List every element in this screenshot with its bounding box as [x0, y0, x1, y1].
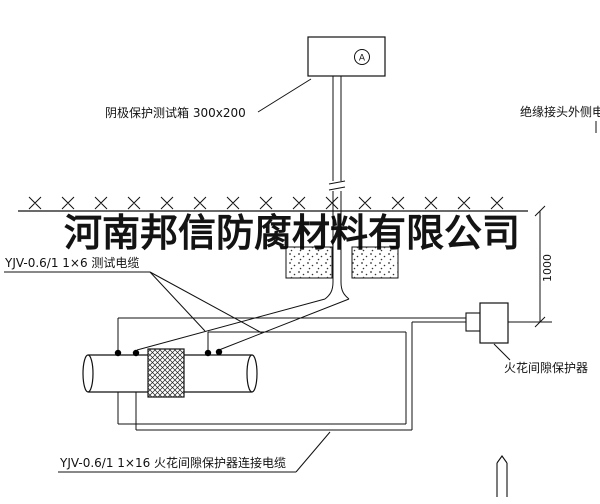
- insulating-joint: [147, 348, 185, 398]
- weld-dot: [114, 349, 122, 357]
- weld-dot: [215, 348, 223, 356]
- concrete-blocks: [285, 246, 399, 279]
- leader-line: [295, 431, 331, 473]
- leader-line: [257, 78, 312, 113]
- weld-dots: [114, 348, 223, 357]
- leader-line: [149, 271, 263, 334]
- outer-cable-label: 绝缘接头外侧电缆: [520, 104, 600, 119]
- protector-label-group: 火花间隙保护器: [493, 343, 588, 375]
- test-cable-lines: [136, 298, 350, 351]
- protector-cable-label-group: YJV-0.6/1 1×16 火花间隙保护器连接电缆: [58, 431, 331, 473]
- dim-tick: [534, 316, 546, 328]
- test-box-label: 阴极保护测试箱 300x200: [105, 105, 246, 120]
- pipe-end-left: [82, 354, 94, 393]
- protector-wiring: [117, 317, 466, 431]
- protector-label: 火花间隙保护器: [504, 360, 588, 375]
- dimension-1000: [508, 205, 552, 328]
- leader-line: [149, 271, 206, 332]
- leader-line: [493, 343, 511, 361]
- test-box: A: [307, 36, 386, 77]
- ground-hatch: [28, 196, 504, 210]
- test-cable-label: YJV-0.6/1 1×6 测试电缆: [4, 255, 139, 270]
- outer-cable-label-group: 绝缘接头外侧电缆: [520, 104, 600, 133]
- dimension-text: 1000: [541, 254, 554, 282]
- test-box-label-group: 阴极保护测试箱 300x200: [105, 78, 312, 120]
- test-box-symbol-circle: [354, 49, 370, 65]
- test-box-symbol: A: [359, 54, 366, 64]
- conduit: [324, 76, 350, 300]
- weld-dot: [132, 349, 140, 357]
- protector-cable-label: YJV-0.6/1 1×16 火花间隙保护器连接电缆: [59, 455, 286, 470]
- pipe-stub-symbol: [496, 455, 508, 497]
- cable-tail-left: [324, 281, 334, 300]
- dim-tick: [534, 205, 546, 217]
- weld-dot: [204, 349, 212, 357]
- company-watermark: 河南邦信防腐材料有限公司: [64, 210, 520, 255]
- spark-gap-protector: [465, 302, 509, 344]
- test-cable-label-group: YJV-0.6/1 1×6 测试电缆: [4, 255, 263, 334]
- pipe-end-right: [246, 354, 258, 393]
- cable-tail-right: [340, 281, 350, 300]
